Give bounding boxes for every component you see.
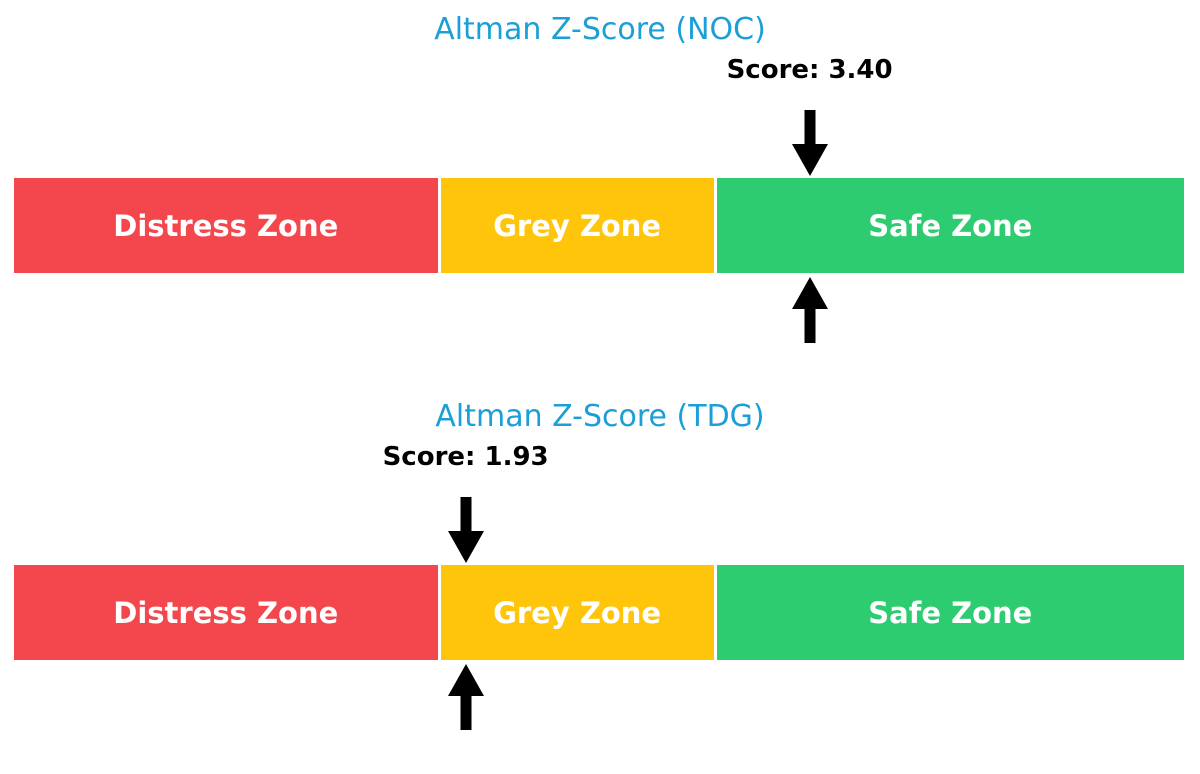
distress-zone-segment: Distress Zone	[14, 178, 438, 273]
up-arrow-glyph	[791, 277, 828, 343]
down-arrow-icon	[447, 497, 484, 563]
up-arrow-glyph	[447, 664, 484, 730]
safe-zone-segment: Safe Zone	[713, 178, 1184, 273]
zscore-chart-tdg: Altman Z-Score (TDG) Score: 1.93 Distres…	[0, 387, 1200, 774]
zone-bar: Distress Zone Grey Zone Safe Zone	[14, 565, 1184, 660]
zone-label-safe: Safe Zone	[868, 208, 1033, 243]
zone-label-distress: Distress Zone	[113, 208, 339, 243]
zone-label-safe: Safe Zone	[868, 595, 1033, 630]
chart-title: Altman Z-Score (NOC)	[434, 12, 766, 47]
grey-zone-segment: Grey Zone	[437, 565, 714, 660]
zone-bar: Distress Zone Grey Zone Safe Zone	[14, 178, 1184, 273]
down-arrow-glyph	[791, 110, 828, 176]
grey-zone-segment: Grey Zone	[437, 178, 714, 273]
up-arrow-icon	[791, 277, 828, 343]
distress-zone-segment: Distress Zone	[14, 565, 438, 660]
score-label: Score: 1.93	[382, 442, 549, 472]
down-arrow-icon	[791, 110, 828, 176]
up-arrow-icon	[447, 664, 484, 730]
zone-label-grey: Grey Zone	[493, 595, 662, 630]
score-label: Score: 3.40	[726, 55, 893, 85]
zone-label-grey: Grey Zone	[493, 208, 662, 243]
down-arrow-glyph	[447, 497, 484, 563]
zscore-chart-noc: Altman Z-Score (NOC) Score: 3.40 Distres…	[14, 12, 1184, 343]
chart-title: Altman Z-Score (TDG)	[435, 399, 765, 434]
zone-label-distress: Distress Zone	[113, 595, 339, 630]
safe-zone-segment: Safe Zone	[713, 565, 1184, 660]
